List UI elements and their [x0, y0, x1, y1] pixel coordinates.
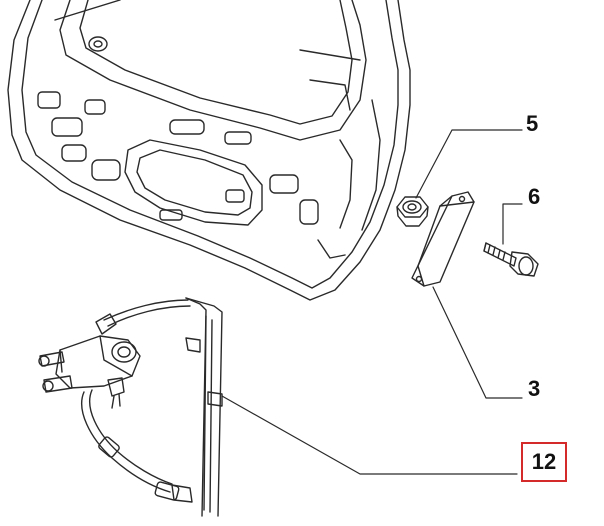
callout-bolt-number: 6	[528, 184, 541, 209]
bolt-part	[483, 242, 539, 277]
callout-regulator-label: 12	[531, 449, 557, 474]
leader-lines	[221, 129, 523, 475]
door-panel	[7, 0, 411, 301]
callout-bracket-number: 3	[528, 376, 541, 401]
nut-part	[396, 196, 429, 227]
bracket-part	[411, 191, 475, 287]
callout-nut-number: 5	[526, 111, 539, 136]
callout-regulator-number-highlighted: 12	[521, 442, 567, 482]
window-regulator-part	[38, 297, 223, 517]
